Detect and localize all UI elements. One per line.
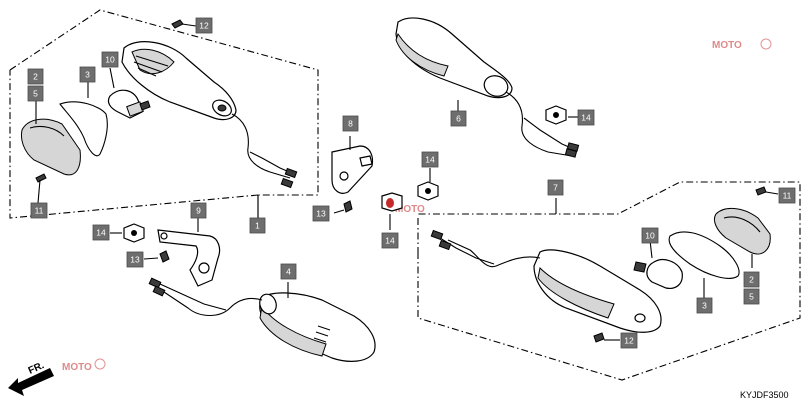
screw-11-right <box>755 186 767 196</box>
winker-housing-right <box>533 249 662 333</box>
winker-lens-right <box>713 208 771 255</box>
screw-top <box>171 19 184 29</box>
callout-number: 10 <box>645 231 655 241</box>
bulb-right <box>633 239 683 289</box>
callout-4: 4 <box>280 263 297 280</box>
callout-number: 5 <box>33 89 38 99</box>
rear-right-winker-assembly <box>417 181 801 381</box>
callout-number: 13 <box>130 255 140 265</box>
callout-13-middle: 13 <box>312 205 330 222</box>
bracket-8 <box>331 145 374 194</box>
callout-number: 1 <box>255 221 260 231</box>
winker-body-4 <box>259 292 376 362</box>
gasket-left <box>59 101 108 157</box>
callout-number: 3 <box>85 70 90 80</box>
watermark-text: MOTO <box>712 40 742 51</box>
rear-winker-top <box>395 17 580 158</box>
callout-number: 9 <box>196 206 201 216</box>
callout-number: 4 <box>286 267 291 277</box>
callout-number: 2 <box>33 72 38 82</box>
callout-3-left: 3 <box>79 66 96 83</box>
callout-11-left: 11 <box>30 202 48 219</box>
callout-number: 14 <box>581 113 591 123</box>
wire-harness-left <box>231 113 291 179</box>
callout-1: 1 <box>249 217 266 234</box>
screw-13 <box>343 200 353 213</box>
screw-12-bottom <box>593 332 605 343</box>
callout-number: 14 <box>425 155 435 165</box>
watermark-text: MOTO <box>62 362 92 373</box>
callout-13-bottom: 13 <box>126 251 144 268</box>
callout-12-bottom: 12 <box>620 332 638 349</box>
winker-housing-left <box>121 41 237 121</box>
callout-2-left: 2 <box>27 68 44 85</box>
wire-6 <box>505 91 573 157</box>
callout-14-middle-1: 14 <box>421 151 439 168</box>
callout-14-middle-2: 14 <box>381 232 399 249</box>
callout-number: 3 <box>702 301 707 311</box>
callout-5-left: 5 <box>27 85 44 102</box>
watermark-top-right: MOTO <box>712 38 772 51</box>
callout-number: 14 <box>385 236 395 246</box>
callout-number: 7 <box>553 183 558 193</box>
callout-7: 7 <box>547 179 564 196</box>
front-direction-arrow: FR. <box>8 360 54 396</box>
wire-4 <box>163 291 263 317</box>
callout-number: 13 <box>316 209 326 219</box>
assembly-boundary <box>9 9 319 219</box>
callout-14-top: 14 <box>577 109 595 126</box>
callout-6: 6 <box>450 110 467 127</box>
callout-number: 11 <box>35 206 44 216</box>
callout-number: 5 <box>749 292 754 302</box>
callout-10-left: 10 <box>101 51 119 68</box>
callout-number: 8 <box>348 119 353 129</box>
winker-lens-left <box>21 118 81 176</box>
watermark-center: MOTO <box>395 204 425 215</box>
callout-number: 14 <box>96 228 106 238</box>
callout-2-right: 2 <box>743 271 760 288</box>
callout-number: 11 <box>783 191 792 201</box>
callout-9: 9 <box>190 202 207 219</box>
screw-left <box>35 173 47 183</box>
bulb-left <box>107 89 151 119</box>
callout-5-right: 5 <box>743 288 760 305</box>
front-left-winker-assembly <box>9 9 319 219</box>
callout-14-bottom: 14 <box>92 224 110 241</box>
callout-3-right: 3 <box>696 297 713 314</box>
watermark-text: MOTO <box>395 204 425 215</box>
center-bracket-group <box>331 136 439 230</box>
screw-13-bottom <box>159 250 170 263</box>
watermark-bottom-left: MOTO <box>62 358 106 373</box>
diagram-code: KYJDF3500 <box>740 390 789 400</box>
callout-12-top: 12 <box>195 17 213 34</box>
callout-10-right: 10 <box>641 227 659 244</box>
callout-number: 6 <box>456 114 461 124</box>
callout-number: 2 <box>749 275 754 285</box>
callout-8: 8 <box>342 115 359 132</box>
callout-11-right: 11 <box>778 187 796 204</box>
arrow-icon <box>8 368 54 396</box>
gasket-right <box>668 231 740 279</box>
wire-right <box>447 239 541 268</box>
callout-number: 12 <box>199 21 209 31</box>
assembly-boundary-right <box>417 181 801 381</box>
bottom-bracket-group <box>110 218 376 362</box>
callout-number: 10 <box>105 55 115 65</box>
callout-number: 12 <box>624 336 634 346</box>
